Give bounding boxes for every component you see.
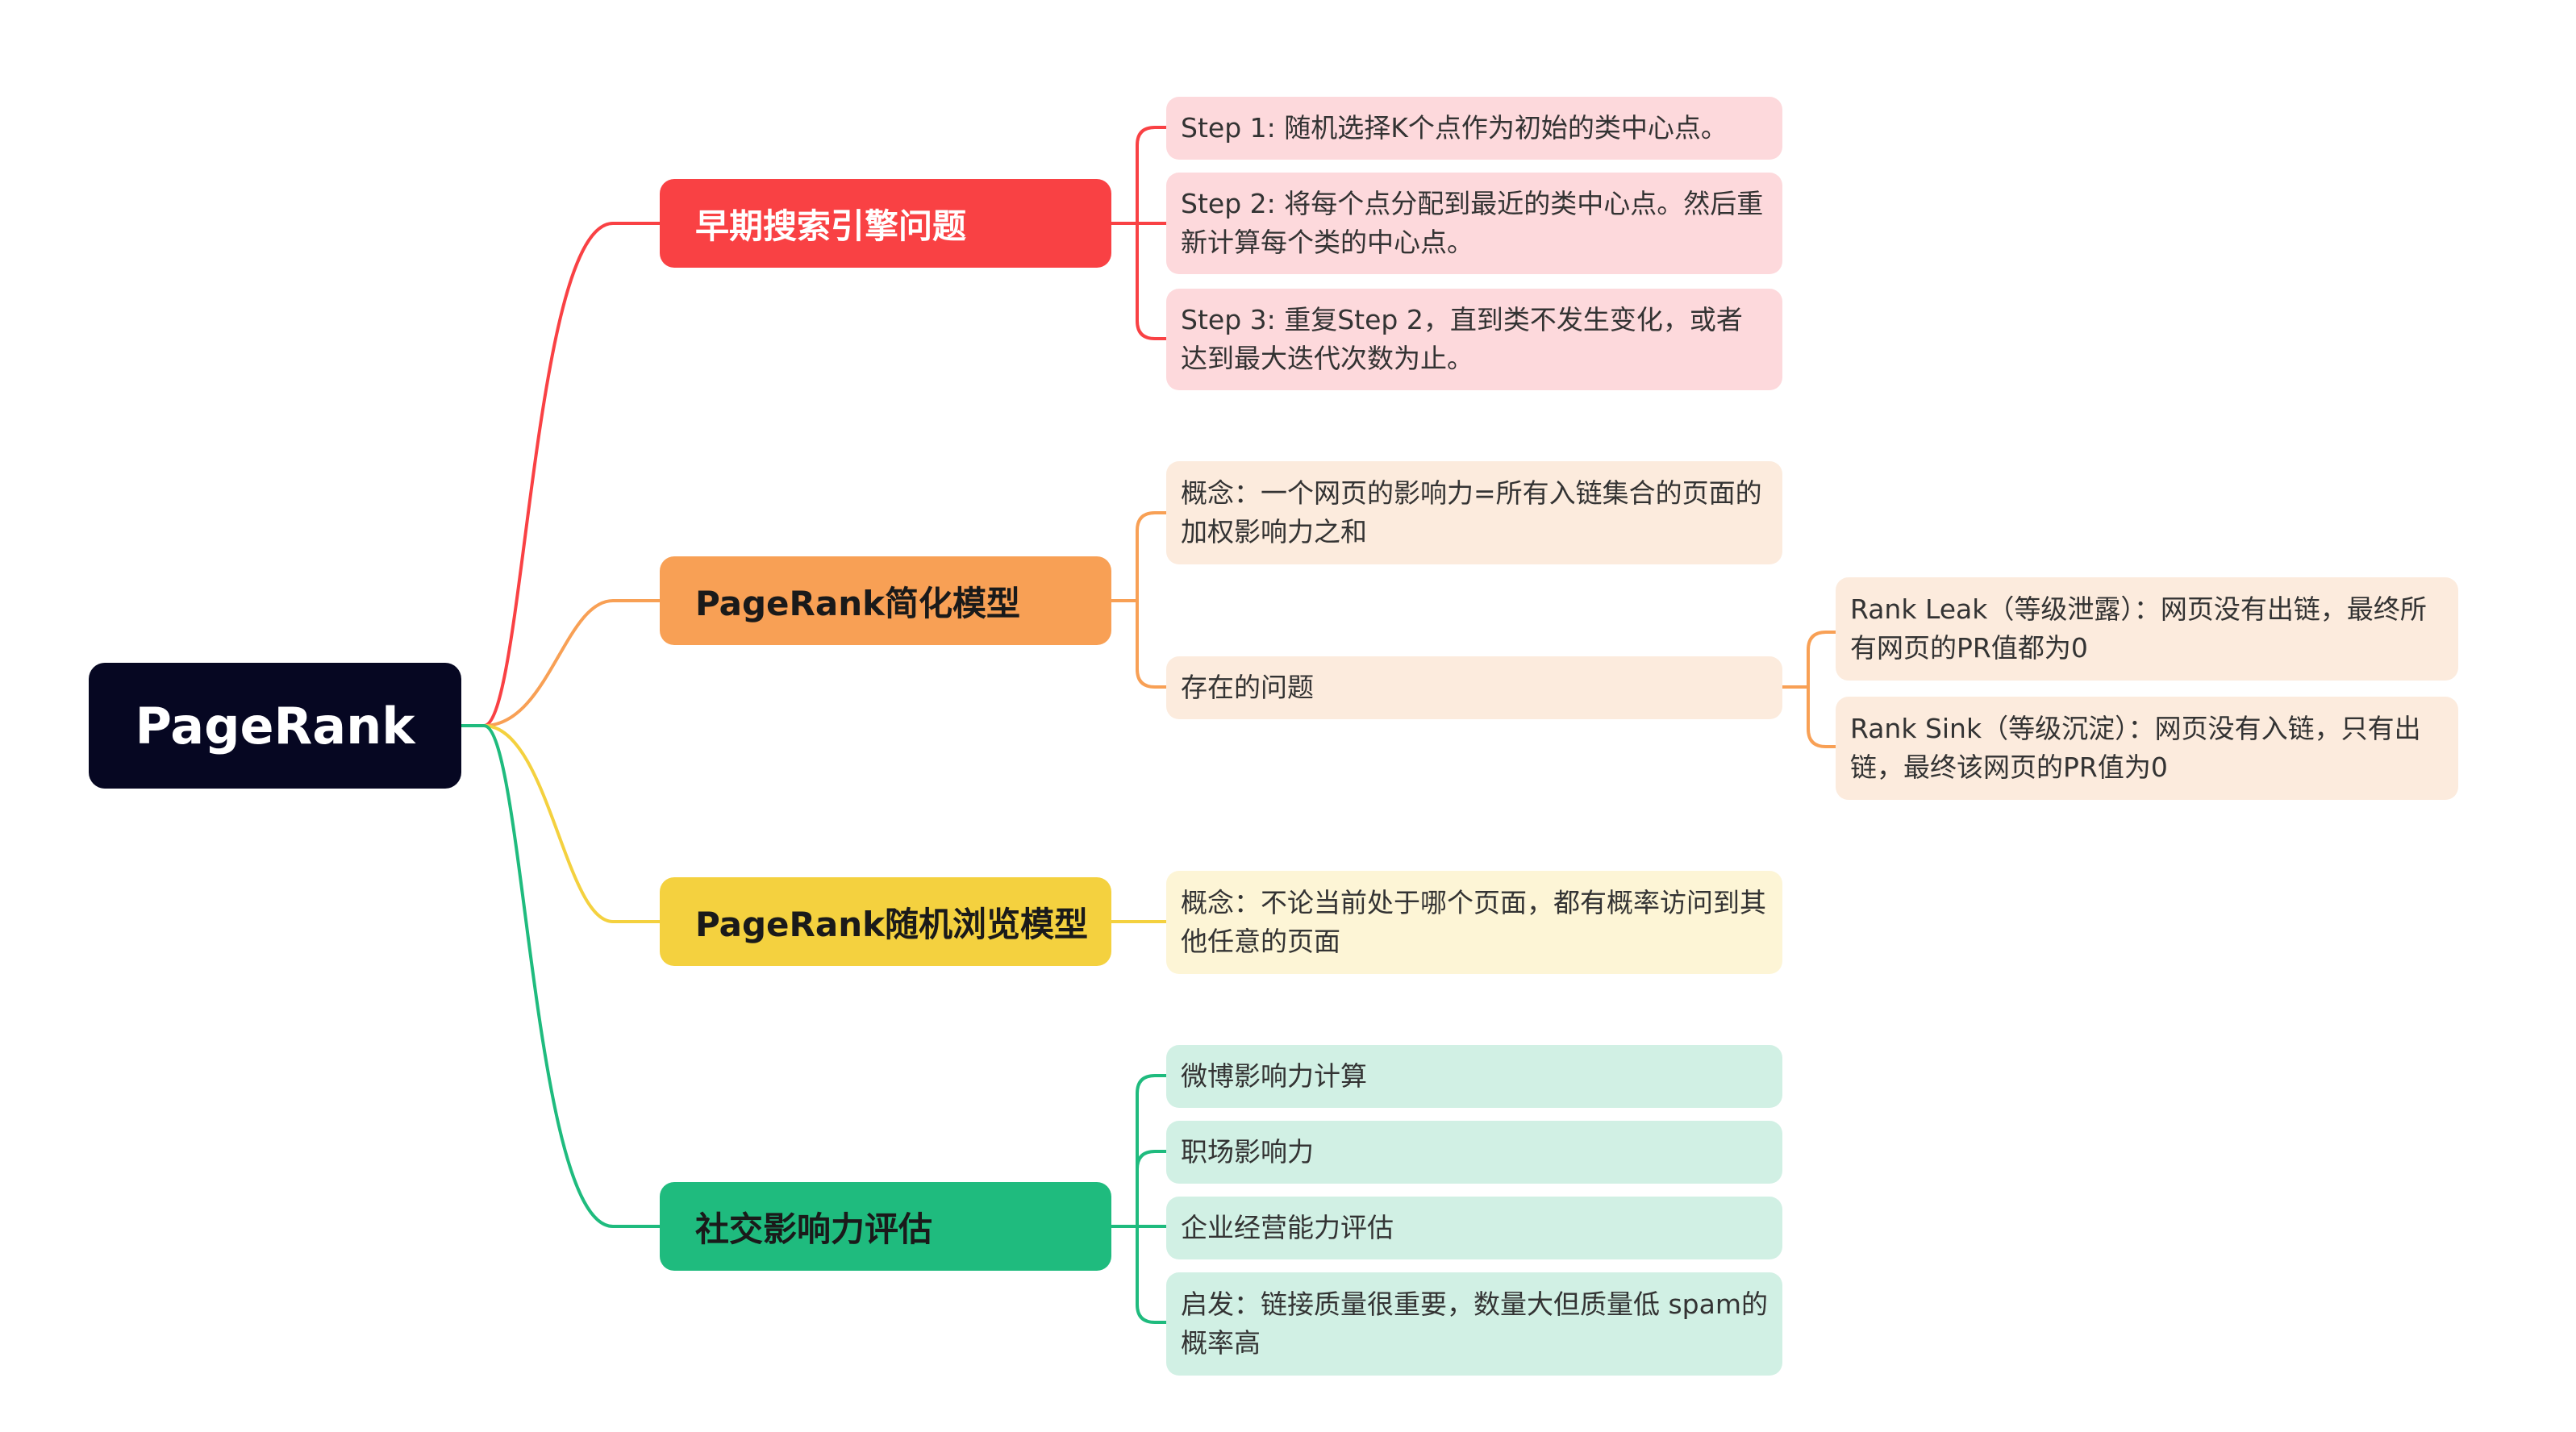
leaf-concept-random[interactable]: 概念：不论当前处于哪个页面，都有概率访问到其他任意的页面 (1166, 871, 1782, 974)
edge-root-topic-4 (461, 724, 660, 1228)
leaf-concept-simplified[interactable]: 概念：一个网页的影响力=所有入链集合的页面的加权影响力之和 (1166, 461, 1782, 564)
topic-early-search-engine[interactable]: 早期搜索引擎问题 (660, 179, 1111, 268)
leaf-workplace-influence[interactable]: 职场影响力 (1166, 1121, 1782, 1184)
leaf-text: Rank Leak（等级泄露）：网页没有出链，最终所有网页的PR值都为0 (1850, 593, 2427, 664)
edges-topic-2 (1111, 511, 1836, 748)
subleaf-rank-sink[interactable]: Rank Sink（等级沉淀）：网页没有入链，只有出链，最终该网页的PR值为0 (1836, 697, 2458, 800)
leaf-text: Step 2: 将每个点分配到最近的类中心点。然后重新计算每个类的中心点。 (1181, 188, 1764, 258)
leaf-step-3[interactable]: Step 3: 重复Step 2，直到类不发生变化，或者达到最大迭代次数为止。 (1166, 289, 1782, 390)
leaf-weibo-influence[interactable]: 微博影响力计算 (1166, 1045, 1782, 1108)
root-node[interactable]: PageRank (89, 663, 461, 789)
topic-label: PageRank随机浏览模型 (695, 904, 1089, 944)
edge-root-topic-3 (461, 724, 660, 923)
topic-random-browse-model[interactable]: PageRank随机浏览模型 (660, 877, 1111, 966)
topic-simplified-model[interactable]: PageRank简化模型 (660, 556, 1111, 645)
leaf-text: Step 3: 重复Step 2，直到类不发生变化，或者达到最大迭代次数为止。 (1181, 304, 1743, 374)
edges-topic-4 (1111, 1074, 1166, 1324)
topic-label: PageRank简化模型 (695, 583, 1021, 623)
leaf-text: 存在的问题 (1181, 672, 1314, 703)
topic-label: 社交影响力评估 (695, 1209, 933, 1249)
leaf-business-evaluation[interactable]: 企业经营能力评估 (1166, 1197, 1782, 1259)
leaf-text: 概念：一个网页的影响力=所有入链集合的页面的加权影响力之和 (1181, 477, 1762, 547)
edges-topic-1 (1111, 126, 1166, 340)
leaf-step-1[interactable]: Step 1: 随机选择K个点作为初始的类中心点。 (1166, 97, 1782, 160)
leaf-text: Rank Sink（等级沉淀）：网页没有入链，只有出链，最终该网页的PR值为0 (1850, 713, 2421, 783)
subleaf-rank-leak[interactable]: Rank Leak（等级泄露）：网页没有出链，最终所有网页的PR值都为0 (1836, 577, 2458, 681)
leaf-insight[interactable]: 启发：链接质量很重要，数量大但质量低 spam的概率高 (1166, 1272, 1782, 1376)
leaf-text: 职场影响力 (1181, 1136, 1314, 1168)
edge-root-topic-2 (461, 599, 660, 727)
leaf-text: Step 1: 随机选择K个点作为初始的类中心点。 (1181, 112, 1728, 144)
topic-label: 早期搜索引擎问题 (695, 206, 967, 246)
leaf-text: 启发：链接质量很重要，数量大但质量低 spam的概率高 (1181, 1288, 1768, 1359)
leaf-text: 企业经营能力评估 (1181, 1212, 1394, 1243)
edge-root-topic-1 (461, 222, 660, 727)
leaf-existing-problems[interactable]: 存在的问题 (1166, 656, 1782, 719)
leaf-text: 概念：不论当前处于哪个页面，都有概率访问到其他任意的页面 (1181, 887, 1766, 957)
leaf-text: 微博影响力计算 (1181, 1060, 1367, 1092)
leaf-step-2[interactable]: Step 2: 将每个点分配到最近的类中心点。然后重新计算每个类的中心点。 (1166, 173, 1782, 274)
topic-social-influence[interactable]: 社交影响力评估 (660, 1182, 1111, 1271)
root-label: PageRank (135, 696, 415, 756)
